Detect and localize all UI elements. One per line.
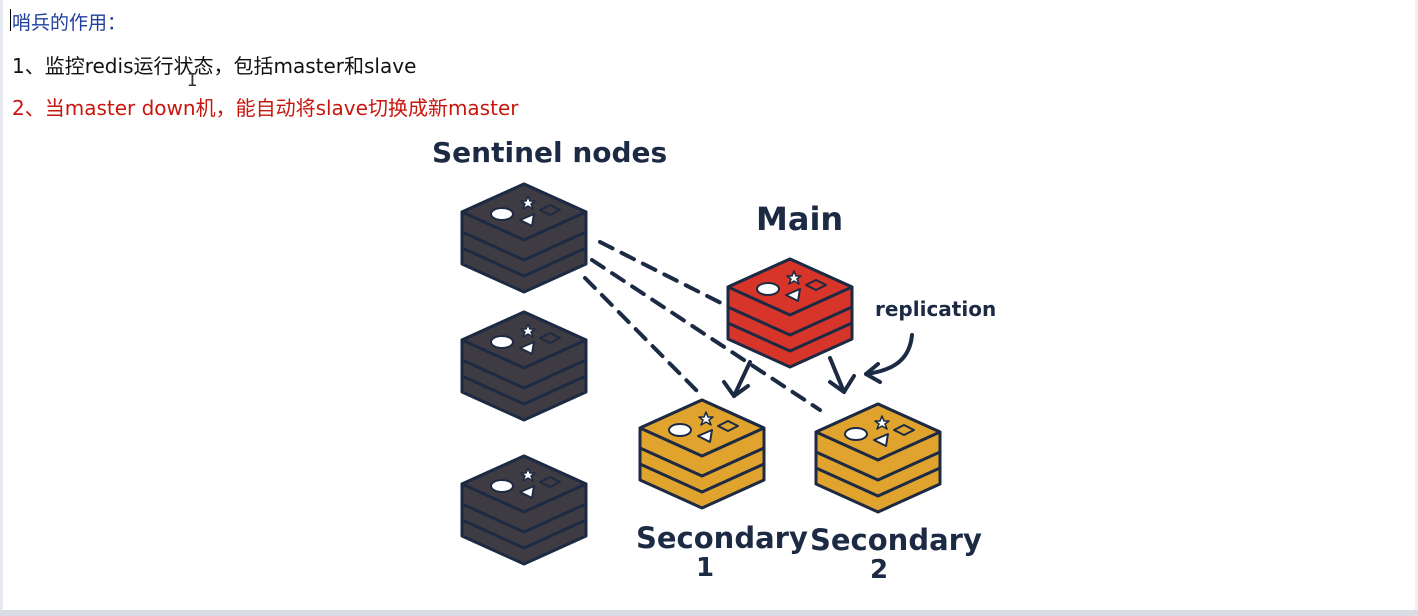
- sentinel-nodes-label: Sentinel nodes: [432, 136, 667, 169]
- right-margin: [1415, 0, 1418, 616]
- main-label: Main: [756, 200, 843, 238]
- secondary-2-number: 2: [870, 555, 888, 585]
- left-margin: [0, 0, 3, 616]
- secondary-node-2: [814, 402, 942, 514]
- sentinel-node-1: [460, 182, 588, 294]
- ibeam-cursor-icon: I: [187, 70, 198, 91]
- bullet-monitor[interactable]: 1、监控redis运行状态，包括master和slave: [12, 54, 417, 78]
- secondary-1-number: 1: [696, 553, 714, 583]
- section-heading[interactable]: 哨兵的作用：: [12, 12, 127, 34]
- sentinel-node-3: [460, 454, 588, 566]
- bullet-failover[interactable]: 2、当master down机，能自动将slave切换成新master: [12, 96, 519, 120]
- sentinel-dashed-links: [583, 240, 822, 412]
- text-caret: [10, 9, 11, 31]
- sentinel-diagram: Sentinel nodes Main replication Secondar…: [432, 136, 996, 585]
- secondary-1-label: Secondary: [636, 521, 808, 555]
- main-node: [726, 257, 854, 369]
- replication-arrows: [722, 333, 914, 398]
- sentinel-node-2: [460, 310, 588, 422]
- secondary-2-label: Secondary: [810, 523, 982, 557]
- secondary-node-1: [638, 398, 766, 510]
- bottom-scrollbar[interactable]: [0, 610, 1418, 616]
- replication-label: replication: [875, 297, 996, 321]
